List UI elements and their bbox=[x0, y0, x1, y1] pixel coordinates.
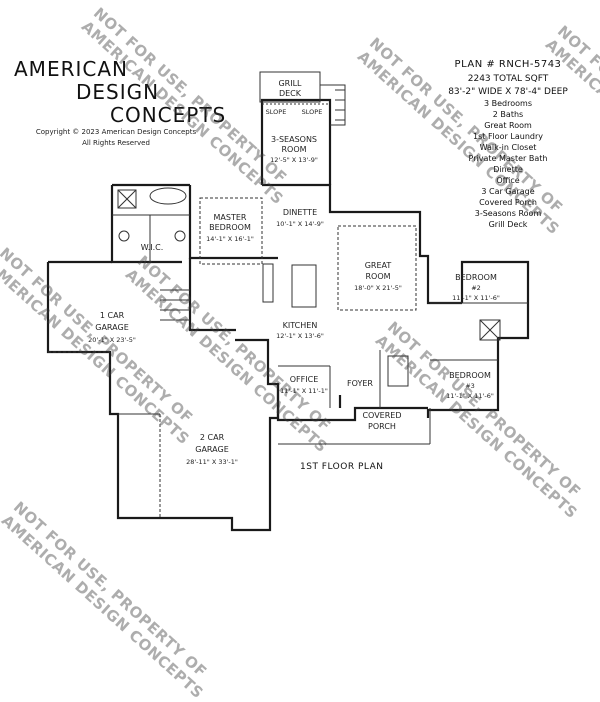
room-name: BEDROOM bbox=[209, 223, 251, 232]
room-name: MASTER bbox=[214, 213, 247, 222]
copyright-notice: Copyright © 2023 American Design Concept… bbox=[16, 127, 216, 149]
exterior-walls bbox=[46, 98, 530, 532]
interior-walls bbox=[48, 71, 528, 518]
room-name: FOYER bbox=[347, 379, 373, 388]
feature-item: 3 Bedrooms bbox=[484, 99, 532, 108]
feature-item: Walk-in Closet bbox=[479, 143, 537, 152]
company-logo: AMERICAN DESIGN CONCEPTS bbox=[14, 57, 225, 127]
room-dimensions: 28'-11" X 33'-1" bbox=[186, 458, 238, 466]
room-name: GARAGE bbox=[95, 323, 129, 332]
floor-plan-sheet: GRILL DECK SLOPE SLOPE 3-SEASONS ROOM 12… bbox=[0, 4, 600, 702]
logo-line-2: DESIGN bbox=[76, 80, 160, 104]
feature-item: 3 Car Garage bbox=[481, 187, 535, 196]
feature-item: Private Master Bath bbox=[468, 154, 548, 163]
plan-number: PLAN # RNCH-5743 bbox=[454, 59, 562, 70]
room-name: 3-SEASONS bbox=[271, 135, 317, 144]
room-name: 1 CAR bbox=[100, 311, 125, 320]
room-number: #3 bbox=[465, 382, 475, 390]
room-dimensions: 14'-1" X 16'-1" bbox=[206, 235, 254, 243]
room-dimensions: 11'-1" X 11'-6" bbox=[452, 294, 500, 302]
room-name: GRILL bbox=[278, 79, 302, 88]
room-labels: GRILL DECK SLOPE SLOPE 3-SEASONS ROOM 12… bbox=[88, 79, 500, 466]
room-dimensions: 11'-1" X 11'-1" bbox=[280, 387, 328, 395]
room-dimensions: 12'-5" X 13'-9" bbox=[270, 156, 318, 164]
room-name: DECK bbox=[279, 89, 302, 98]
room-name: BEDROOM bbox=[455, 273, 497, 282]
feature-item: 3-Seasons Room bbox=[474, 209, 542, 218]
room-name: W.I.C. bbox=[141, 243, 164, 252]
room-name: ROOM bbox=[281, 145, 306, 154]
room-name: ROOM bbox=[365, 272, 390, 281]
plan-info-block: PLAN # RNCH-5743 2243 TOTAL SQFT 83'-2" … bbox=[418, 58, 598, 230]
room-name: 2 CAR bbox=[200, 433, 225, 442]
feature-item: Grill Deck bbox=[488, 220, 528, 229]
room-number: #2 bbox=[471, 284, 481, 292]
feature-item: Covered Porch bbox=[479, 198, 537, 207]
plan-dimensions: 83'-2" WIDE X 78'-4" DEEP bbox=[448, 87, 568, 97]
deck-slope-label: SLOPE bbox=[266, 108, 287, 116]
room-name: KITCHEN bbox=[283, 321, 318, 330]
total-sqft: 2243 TOTAL SQFT bbox=[467, 74, 549, 84]
room-name: DINETTE bbox=[283, 208, 317, 217]
room-name: GREAT bbox=[365, 261, 392, 270]
room-name: BEDROOM bbox=[449, 371, 491, 380]
feature-item: Great Room bbox=[484, 121, 532, 130]
logo-line-3: CONCEPTS bbox=[110, 103, 227, 127]
rights-line: All Rights Reserved bbox=[82, 139, 150, 147]
room-name: PORCH bbox=[368, 422, 396, 431]
copyright-line: Copyright © 2023 American Design Concept… bbox=[35, 128, 197, 136]
room-name: COVERED bbox=[362, 411, 401, 420]
room-dimensions: 10'-1" X 14'-9" bbox=[276, 220, 324, 228]
floor-plan-drawing: GRILL DECK SLOPE SLOPE 3-SEASONS ROOM 12… bbox=[46, 71, 530, 532]
room-dimensions: 12'-1" X 13'-6" bbox=[276, 332, 324, 340]
room-name: OFFICE bbox=[290, 375, 319, 384]
feature-item: 2 Baths bbox=[492, 110, 524, 119]
feature-item: Office bbox=[496, 176, 520, 185]
room-dimensions: 11'-1" X 11'-6" bbox=[446, 392, 494, 400]
plan-title: 1ST FLOOR PLAN bbox=[300, 462, 384, 472]
room-name: GARAGE bbox=[195, 445, 229, 454]
feature-item: Dinette bbox=[493, 165, 523, 174]
logo-line-1: AMERICAN bbox=[14, 57, 128, 81]
room-dimensions: 18'-0" X 21'-5" bbox=[354, 284, 402, 292]
deck-slope-label: SLOPE bbox=[302, 108, 323, 116]
feature-item: 1st Floor Laundry bbox=[473, 132, 543, 141]
room-dimensions: 20'-1" X 23'-5" bbox=[88, 336, 136, 344]
